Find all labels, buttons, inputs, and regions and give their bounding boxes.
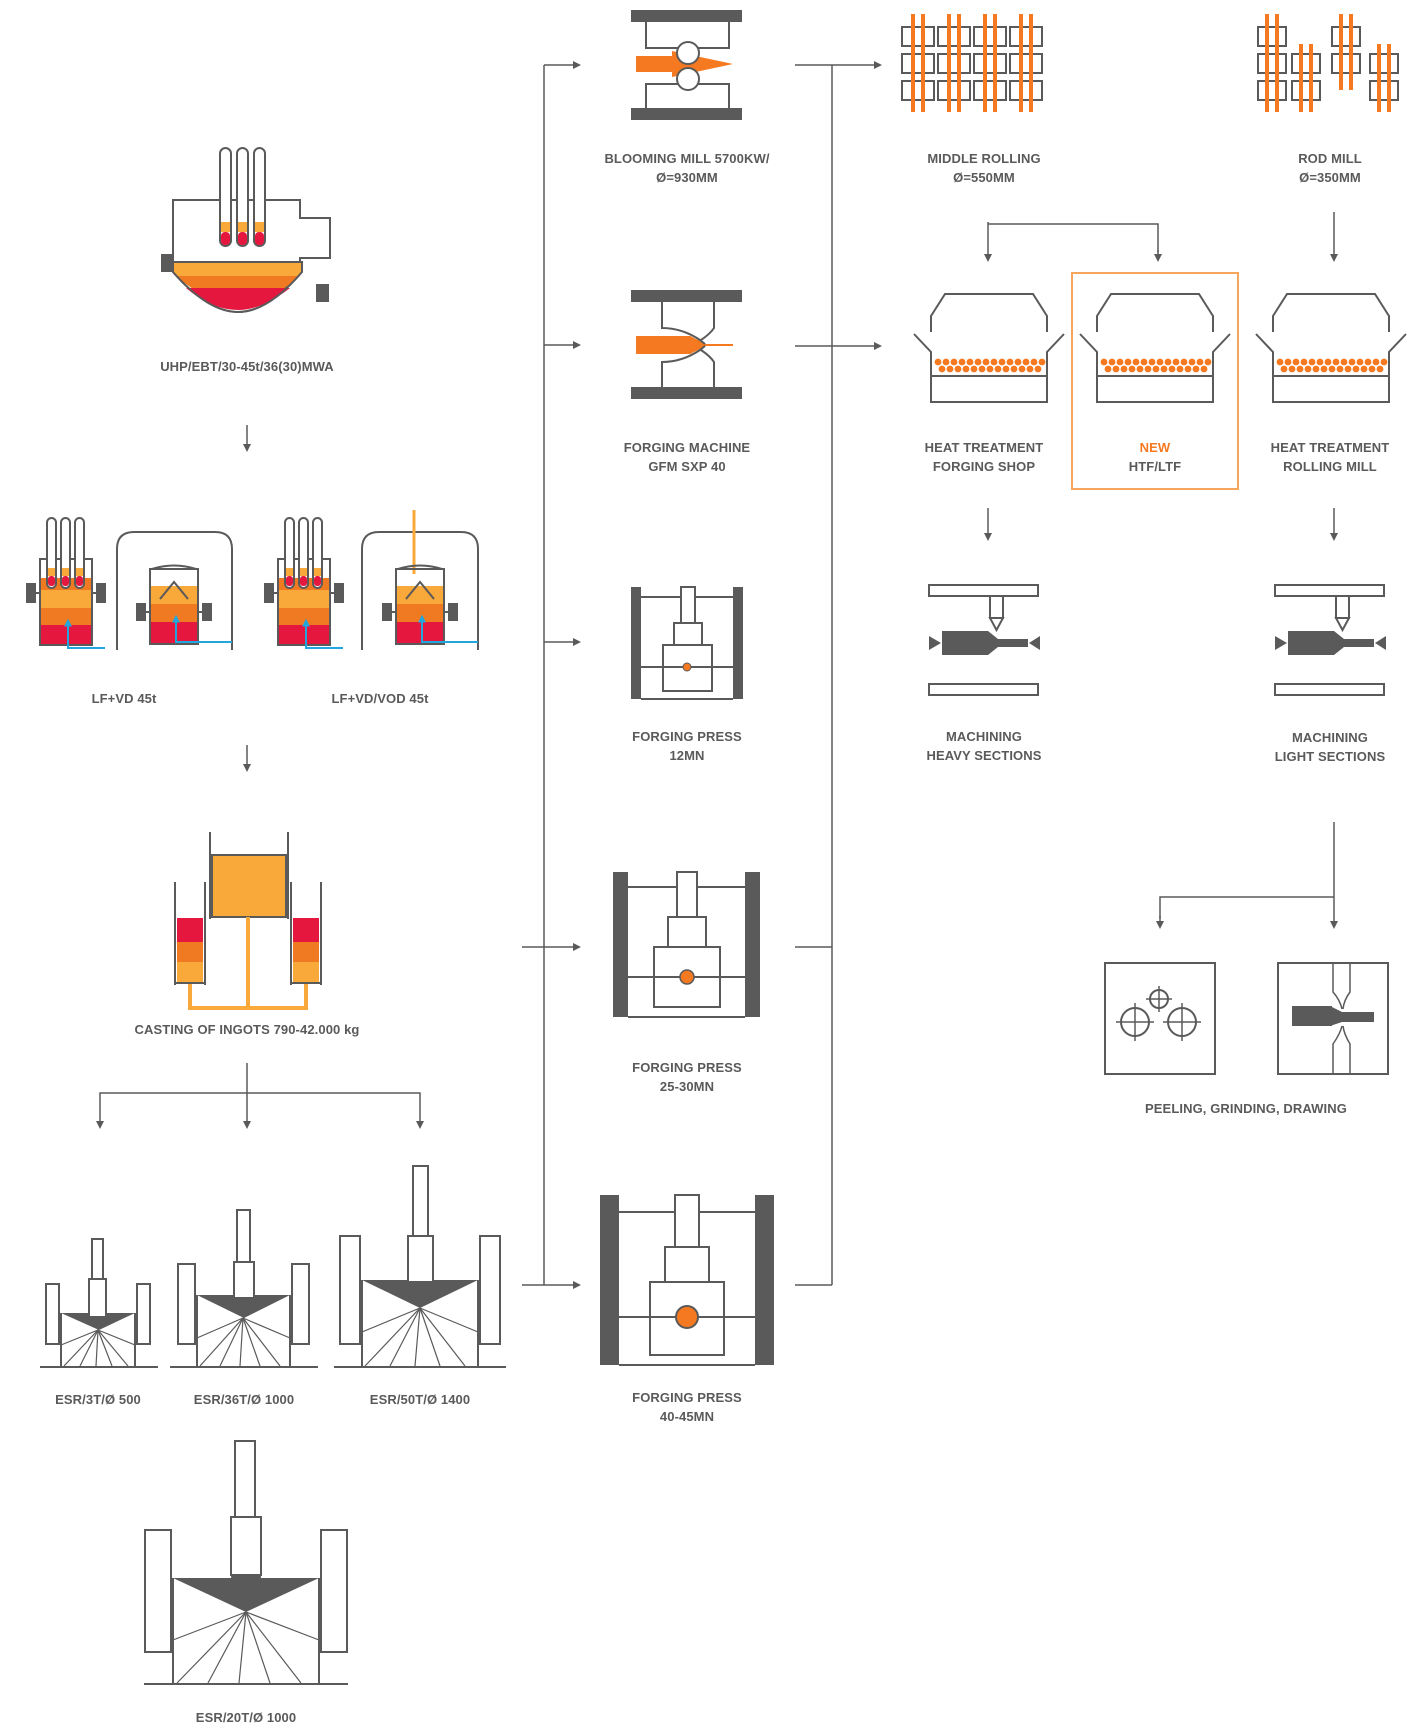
peeling-grinding-icon: [1104, 962, 1216, 1075]
heat-treatment-rolling-mill-icon: [1255, 293, 1407, 403]
flow-connectors: [96, 61, 1338, 1289]
ingot-casting-icon: [174, 832, 322, 1010]
machining-light-sections-icon: [1274, 584, 1386, 696]
ladle-furnace-vd-vod-icon: [264, 510, 479, 650]
drawing-icon: [1277, 962, 1389, 1075]
blooming-mill-icon: [631, 10, 742, 120]
label-esr-50t: ESR/50T/Ø 1400: [369, 1392, 471, 1407]
forging-press-40-45mn-icon: [600, 1194, 774, 1366]
rod-mill-icon: [1257, 14, 1399, 112]
esr-36t-icon: [170, 1209, 318, 1368]
label-casting: CASTING OF INGOTS 790-42.000 kg: [134, 1022, 360, 1037]
forging-press-12mn-icon: [631, 586, 743, 700]
forging-press-25-30mn-icon: [613, 871, 760, 1018]
electric-arc-furnace-icon: [161, 147, 331, 314]
gfm-forging-machine-icon: [631, 290, 742, 399]
label-esr-36t: ESR/36T/Ø 1000: [193, 1392, 295, 1407]
esr-20t-icon: [144, 1440, 348, 1685]
ladle-furnace-vd-icon: [26, 517, 233, 650]
machining-heavy-sections-icon: [928, 584, 1040, 696]
label-blooming-mill: BLOOMING MILL 5700KW/Ø=930MM: [604, 151, 770, 185]
heat-treatment-forging-shop-icon: [913, 293, 1065, 403]
label-esr-3t: ESR/3T/Ø 500: [55, 1392, 141, 1407]
middle-rolling-mill-icon: [901, 14, 1043, 112]
esr-50t-icon: [334, 1165, 506, 1368]
new-equipment-highlight: [1071, 272, 1239, 490]
heat-treatment-new-htf-ltf-icon: [1079, 293, 1231, 403]
label-lf-vd-vod: LF+VD/VOD 45t: [331, 691, 429, 706]
label-eaf: UHP/EBT/30-45t/36(30)MWA: [160, 359, 334, 374]
label-lf-vd: LF+VD 45t: [91, 691, 157, 706]
label-esr-20t: ESR/20T/Ø 1000: [195, 1710, 297, 1725]
new-badge: NEW: [1139, 440, 1171, 455]
esr-3t-icon: [40, 1238, 158, 1368]
label-peeling-grinding-drawing: PEELING, GRINDING, DRAWING: [1145, 1101, 1347, 1116]
